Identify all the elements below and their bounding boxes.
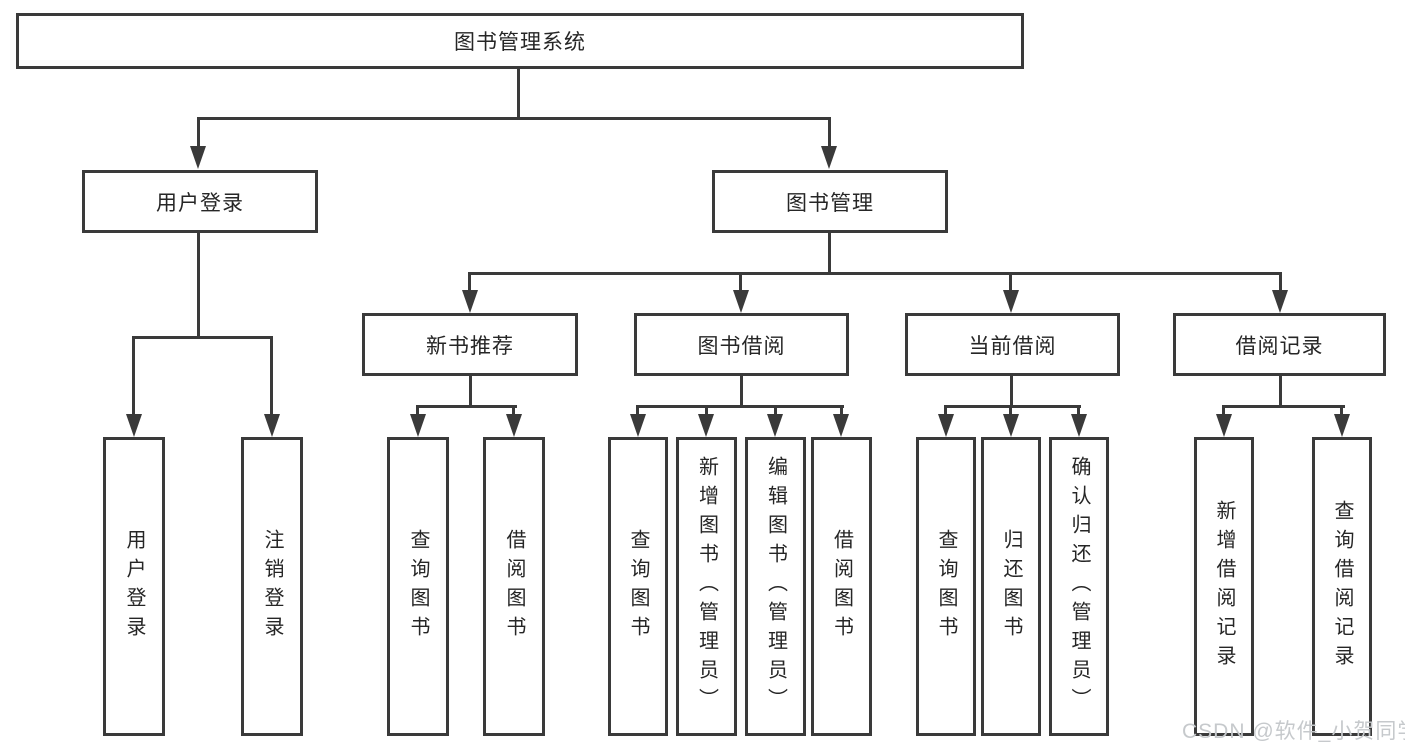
leaf-label: 查询图书 — [627, 528, 649, 645]
csdn-watermark: CSDN @软件_小贺同学 — [1182, 720, 1405, 743]
leaf-label: 归还图书 — [1000, 528, 1022, 645]
arrowhead-icon — [1003, 290, 1019, 313]
arrowhead-icon — [462, 290, 478, 313]
leaf-label: 查询图书 — [935, 528, 957, 645]
arrowhead-icon — [630, 414, 646, 437]
leaf-label: 借阅图书 — [503, 528, 525, 645]
leaf-bb-edit-books-admin: 编辑图书（管理员） — [745, 437, 806, 736]
arrowhead-icon — [821, 146, 837, 169]
leaf-bb-query-books: 查询图书 — [608, 437, 668, 736]
connector-line — [1279, 272, 1282, 292]
leaf-label: 查询图书 — [407, 528, 429, 645]
leaf-cb-query-books: 查询图书 — [916, 437, 976, 736]
connector-line — [1010, 375, 1013, 408]
arrowhead-icon — [1272, 290, 1288, 313]
connector-line — [1009, 272, 1012, 292]
connector-line — [636, 405, 639, 416]
connector-line — [840, 405, 843, 416]
arrowhead-icon — [126, 414, 142, 437]
arrowhead-icon — [506, 414, 522, 437]
leaf-label: 编辑图书（管理员） — [764, 456, 787, 717]
connector-line — [828, 117, 831, 147]
arrowhead-icon — [1003, 414, 1019, 437]
leaf-label: 注销登录 — [261, 528, 283, 645]
leaf-label: 查询借阅记录 — [1331, 499, 1353, 674]
connector-line — [1279, 375, 1282, 408]
leaf-label: 新增图书（管理员） — [695, 456, 718, 717]
connector-line — [1340, 405, 1343, 416]
arrowhead-icon — [1071, 414, 1087, 437]
leaf-nbr-query-books: 查询图书 — [387, 437, 449, 736]
leaf-br-query-record: 查询借阅记录 — [1312, 437, 1372, 736]
connector-line — [132, 336, 273, 339]
leaf-logout: 注销登录 — [241, 437, 303, 736]
leaf-user-login: 用户登录 — [103, 437, 165, 736]
connector-line — [1222, 405, 1345, 408]
node-book-borrow: 图书借阅 — [634, 313, 849, 376]
connector-line — [416, 405, 419, 416]
arrowhead-icon — [698, 414, 714, 437]
connector-line — [468, 272, 1282, 275]
leaf-cb-return-books: 归还图书 — [981, 437, 1041, 736]
node-borrow-record: 借阅记录 — [1173, 313, 1386, 376]
arrowhead-icon — [767, 414, 783, 437]
connector-line — [197, 117, 831, 120]
node-current-borrow: 当前借阅 — [905, 313, 1120, 376]
connector-line — [197, 232, 200, 339]
connector-line — [636, 405, 844, 408]
leaf-br-add-record: 新增借阅记录 — [1194, 437, 1254, 736]
node-library-management-system: 图书管理系统 — [16, 13, 1024, 69]
connector-line — [740, 375, 743, 408]
arrowhead-icon — [410, 414, 426, 437]
leaf-nbr-borrow-books: 借阅图书 — [483, 437, 545, 736]
connector-line — [517, 67, 520, 119]
connector-line — [944, 405, 1081, 408]
node-new-book-recommend: 新书推荐 — [362, 313, 578, 376]
connector-line — [197, 117, 200, 147]
connector-line — [1009, 405, 1012, 416]
arrowhead-icon — [1216, 414, 1232, 437]
leaf-label: 借阅图书 — [830, 528, 853, 645]
connector-line — [705, 405, 708, 416]
connector-line — [828, 232, 831, 275]
leaf-label: 新增借阅记录 — [1213, 499, 1235, 674]
connector-line — [512, 405, 515, 416]
arrowhead-icon — [733, 290, 749, 313]
node-user-login: 用户登录 — [82, 170, 318, 233]
leaf-bb-add-books-admin: 新增图书（管理员） — [676, 437, 737, 736]
connector-line — [944, 405, 947, 416]
connector-line — [1222, 405, 1225, 416]
connector-line — [739, 272, 742, 292]
arrowhead-icon — [264, 414, 280, 437]
arrowhead-icon — [1334, 414, 1350, 437]
connector-line — [270, 336, 273, 415]
connector-line — [468, 272, 471, 292]
arrowhead-icon — [190, 146, 206, 169]
leaf-label: 确认归还（管理员） — [1068, 456, 1090, 717]
node-book-management: 图书管理 — [712, 170, 948, 233]
connector-line — [132, 336, 135, 415]
leaf-bb-borrow-books: 借阅图书 — [811, 437, 872, 736]
connector-line — [469, 375, 472, 408]
connector-line — [416, 405, 517, 408]
connector-line — [1077, 405, 1080, 416]
arrowhead-icon — [938, 414, 954, 437]
arrowhead-icon — [833, 414, 849, 437]
connector-line — [774, 405, 777, 416]
leaf-label: 用户登录 — [123, 528, 145, 645]
leaf-cb-confirm-return-admin: 确认归还（管理员） — [1049, 437, 1109, 736]
